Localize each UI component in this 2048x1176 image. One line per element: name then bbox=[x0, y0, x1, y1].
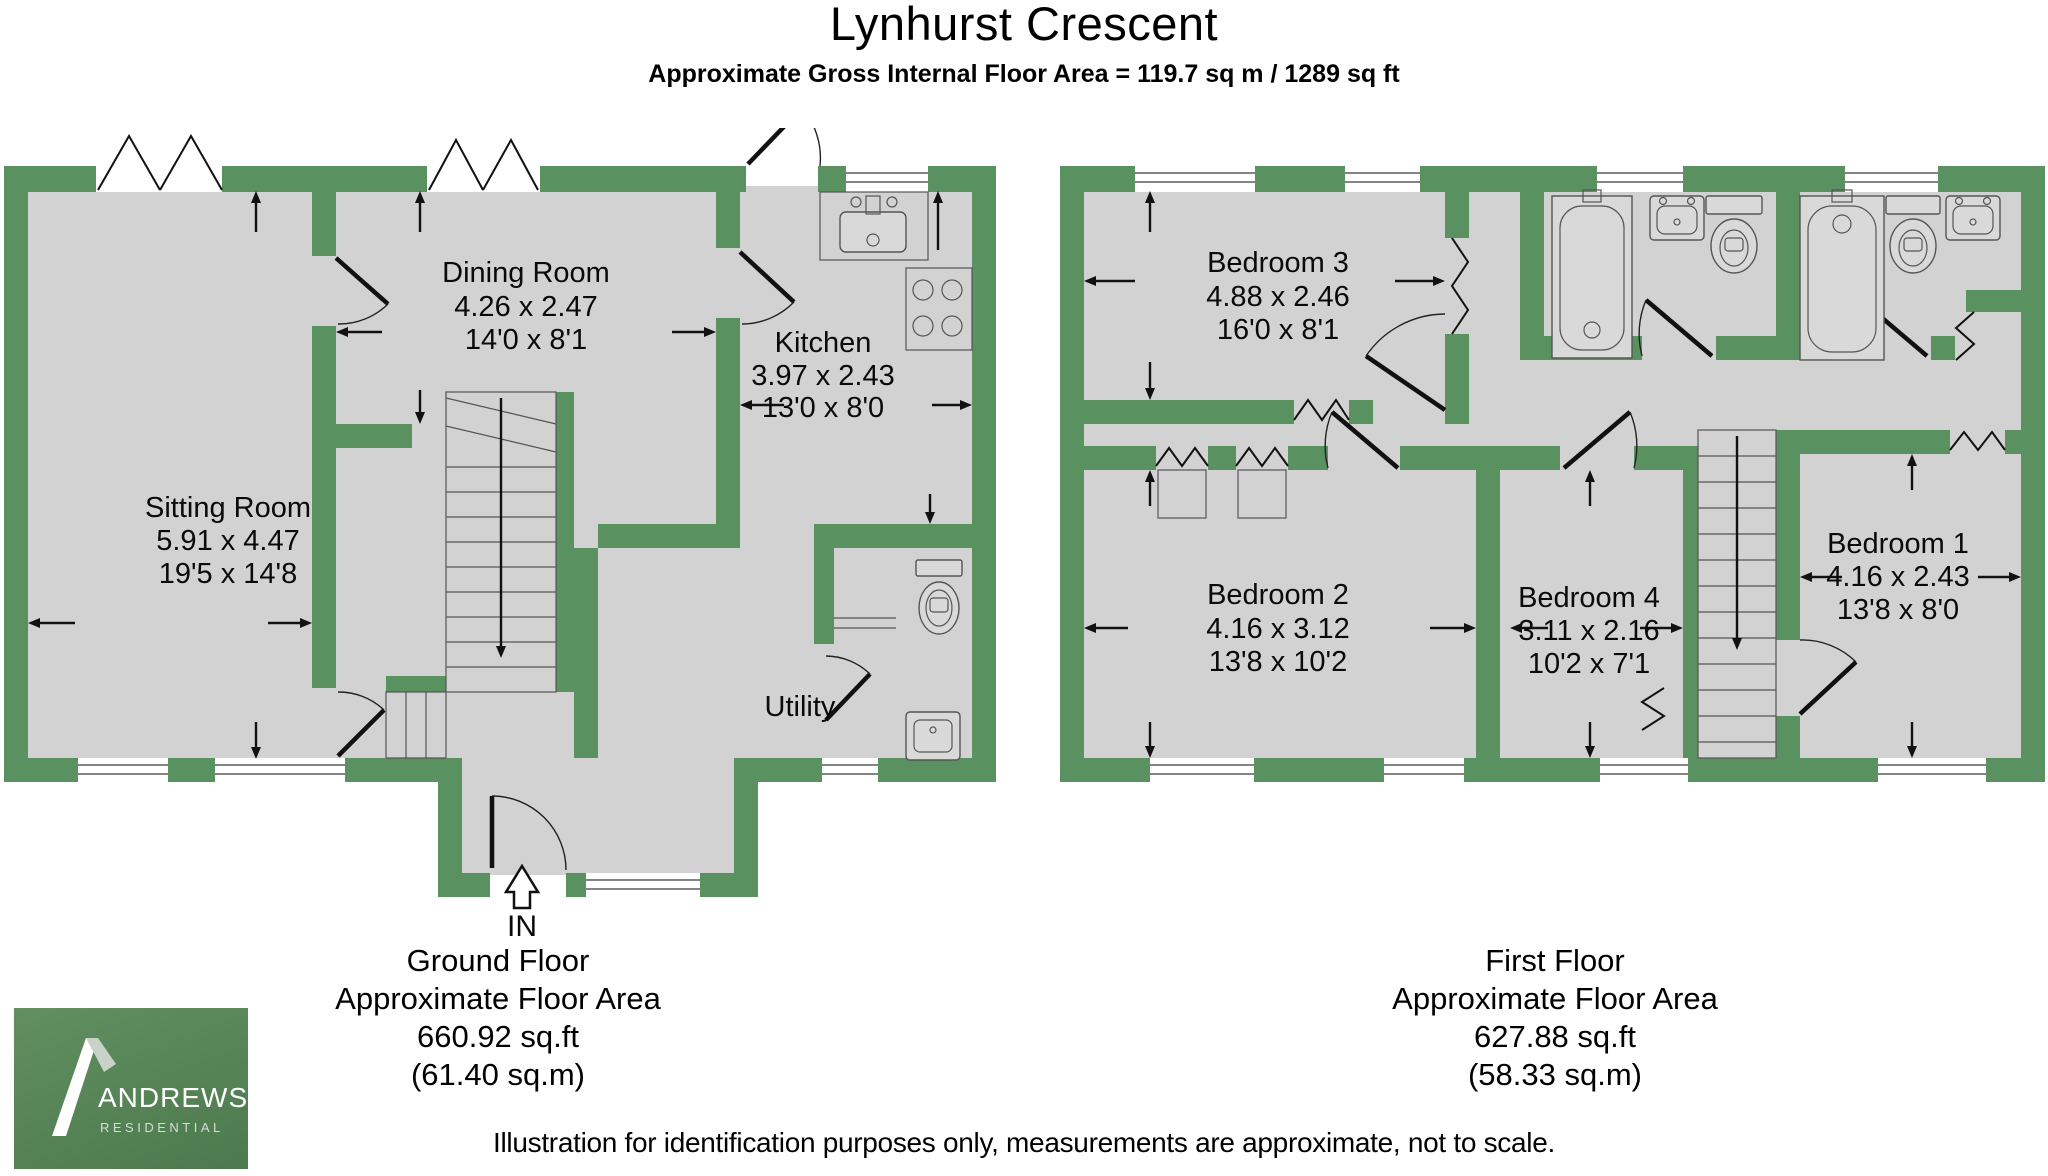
first-floor-caption-line: First Floor bbox=[1485, 943, 1625, 978]
bedroom-1-imperial: 13'8 x 8'0 bbox=[1837, 594, 1959, 626]
ground-floor-room-labels: Sitting Room 5.91 x 4.47 19'5 x 14'8 Din… bbox=[145, 257, 895, 940]
first-floor-dimension-arrows bbox=[1084, 191, 2021, 758]
logo-division-text: RESIDENTIAL bbox=[100, 1120, 224, 1135]
first-floor-caption-line: (58.33 sq.m) bbox=[1467, 1057, 1642, 1092]
bathroom-2-fixtures bbox=[1799, 189, 2001, 361]
ground-floor-caption-line: 660.92 sq.ft bbox=[416, 1019, 579, 1054]
first-floor-caption: First Floor Approximate Floor Area 627.8… bbox=[1205, 942, 1905, 1094]
first-floor-closet-doors bbox=[1155, 237, 2006, 731]
logo-brand-text: ANDREWS bbox=[98, 1082, 249, 1113]
sitting-room-metric: 5.91 x 4.47 bbox=[156, 525, 300, 557]
sink-icon bbox=[1649, 195, 1705, 241]
first-floor-walls bbox=[1060, 166, 2045, 782]
toilet-icon bbox=[1705, 195, 1763, 274]
utility-name: Utility bbox=[765, 691, 836, 723]
page-subtitle: Approximate Gross Internal Floor Area = … bbox=[648, 60, 1400, 88]
kitchen-name: Kitchen bbox=[775, 327, 872, 359]
page-title: Lynhurst Crescent bbox=[829, 0, 1219, 50]
kitchen-imperial: 13'0 x 8'0 bbox=[762, 392, 884, 424]
ground-floor-plan: Sitting Room 5.91 x 4.47 19'5 x 14'8 Din… bbox=[4, 128, 996, 940]
bedroom-1-metric: 4.16 x 2.43 bbox=[1826, 561, 1970, 593]
ground-floor-caption-line: Ground Floor bbox=[406, 943, 590, 978]
bedroom-2-metric: 4.16 x 3.12 bbox=[1206, 613, 1350, 645]
sink-icon bbox=[1945, 195, 2001, 241]
ground-floor-dimension-arrows bbox=[28, 191, 972, 759]
bathtub-icon bbox=[1551, 189, 1633, 359]
disclaimer-text: Illustration for identification purposes… bbox=[493, 1127, 1555, 1158]
first-floor-caption-line: Approximate Floor Area bbox=[1392, 981, 1718, 1016]
bedroom-4-imperial: 10'2 x 7'1 bbox=[1528, 648, 1650, 680]
dining-room-metric: 4.26 x 2.47 bbox=[454, 291, 598, 323]
dining-room-imperial: 14'0 x 8'1 bbox=[465, 324, 587, 356]
bathroom-1-fixtures bbox=[1551, 189, 1763, 359]
first-floor-caption-line: 627.88 sq.ft bbox=[1473, 1019, 1636, 1054]
kitchen-metric: 3.97 x 2.43 bbox=[751, 360, 895, 392]
dining-room-name: Dining Room bbox=[442, 257, 610, 289]
first-floor-plan: Bedroom 3 4.88 x 2.46 16'0 x 8'1 Bedroom… bbox=[1060, 166, 2045, 782]
sitting-room-imperial: 19'5 x 14'8 bbox=[159, 558, 297, 590]
hob-icon bbox=[905, 267, 973, 351]
roof-a-icon bbox=[52, 1038, 116, 1136]
utility-fixtures bbox=[834, 559, 963, 761]
staircase bbox=[385, 391, 557, 759]
ground-floor-doors bbox=[334, 128, 872, 871]
bedroom-2-imperial: 13'8 x 10'2 bbox=[1209, 646, 1347, 678]
toilet-icon bbox=[1885, 195, 1941, 274]
bedroom-4-name: Bedroom 4 bbox=[1518, 582, 1660, 614]
ground-floor-windows bbox=[78, 133, 928, 897]
ground-floor-floor bbox=[24, 186, 978, 875]
bedroom-1-name: Bedroom 1 bbox=[1827, 528, 1969, 560]
ground-floor-caption-line: (61.40 sq.m) bbox=[410, 1057, 585, 1092]
bedroom-3-metric: 4.88 x 2.46 bbox=[1206, 281, 1350, 313]
andrews-residential-logo: ANDREWS RESIDENTIAL bbox=[14, 1008, 248, 1169]
ground-floor-walls bbox=[4, 166, 996, 897]
bedroom-4-metric: 3.11 x 2.16 bbox=[1518, 615, 1659, 647]
sitting-room-name: Sitting Room bbox=[145, 492, 311, 524]
entrance-label: IN bbox=[507, 910, 537, 940]
first-floor-windows bbox=[1135, 166, 1986, 782]
entrance-arrow-icon bbox=[503, 863, 541, 910]
sink-icon bbox=[905, 711, 961, 761]
bathtub-icon bbox=[1799, 189, 1885, 361]
bedroom-3-imperial: 16'0 x 8'1 bbox=[1217, 314, 1339, 346]
kitchen-fixtures bbox=[819, 191, 973, 351]
bedroom-3-name: Bedroom 3 bbox=[1207, 247, 1349, 279]
ground-floor-caption: Ground Floor Approximate Floor Area 660.… bbox=[148, 942, 848, 1094]
first-floor-staircase bbox=[1697, 429, 1777, 759]
toilet-icon bbox=[915, 559, 963, 635]
ground-floor-caption-line: Approximate Floor Area bbox=[335, 981, 661, 1016]
bedroom-2-name: Bedroom 2 bbox=[1207, 579, 1349, 611]
first-floor-room-labels: Bedroom 3 4.88 x 2.46 16'0 x 8'1 Bedroom… bbox=[1206, 247, 1970, 680]
